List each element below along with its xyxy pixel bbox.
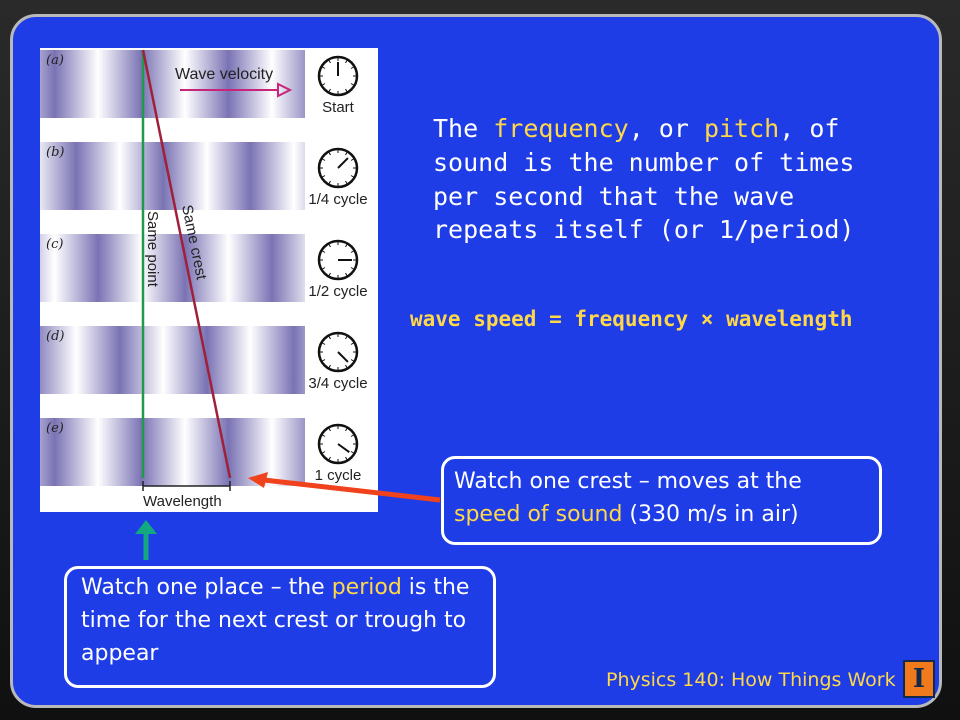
crest-callout-text-1: Watch one crest – moves at the [454, 469, 802, 494]
place-callout-text-1: Watch one place – the [81, 575, 332, 600]
wavelength-label: Wavelength [143, 493, 222, 510]
place-callout-text-2: is the time for the next crest or trough… [81, 575, 470, 666]
wave-band [40, 234, 305, 302]
teal-arrow-to-point [135, 520, 157, 560]
clock-caption: Start [322, 99, 355, 116]
row-label: (b) [46, 145, 64, 160]
period-highlight: period [331, 575, 402, 600]
wave-velocity-label: Wave velocity [175, 66, 273, 83]
row-label: (d) [46, 329, 64, 344]
clock-caption: 1/4 cycle [308, 191, 367, 208]
red-arrow-to-crest [248, 472, 441, 503]
crest-callout-text-2: (330 m/s in air) [622, 502, 799, 527]
speed-of-sound-highlight: speed of sound [454, 502, 623, 527]
row-label: (a) [46, 53, 64, 68]
logo-letter: I [912, 664, 926, 694]
course-footer: Physics 140: How Things Work [606, 669, 896, 691]
clock-icon [317, 239, 359, 281]
definition-text-3: , of sound is the number of times per se… [433, 114, 855, 245]
red-arrow-head [248, 472, 268, 488]
wave-band [40, 50, 305, 118]
clock-captions: Start 1/4 cycle 1/2 cycle 3/4 cycle 1 cycle [308, 99, 367, 484]
place-callout: Watch one place – the period is the time… [64, 566, 496, 688]
wave-figure-svg: (a) (b) (c) (d) (e) Start 1/4 cycle 1/2 cycle 3… [40, 49, 368, 510]
red-arrow-shaft [263, 477, 441, 503]
wave-bands [40, 50, 305, 486]
teal-arrow-head [135, 520, 157, 534]
definition-text-1: The [433, 114, 494, 143]
row-label: (e) [46, 421, 64, 436]
clocks [317, 55, 359, 465]
wave-speed-equation: wave speed = frequency × wavelength [410, 307, 853, 331]
clock-caption: 3/4 cycle [308, 375, 367, 392]
clock-icon [317, 147, 359, 189]
crest-callout: Watch one crest – moves at the speed of … [441, 456, 882, 545]
pitch-highlight: pitch [703, 114, 780, 143]
definition-text-2: , or [628, 114, 704, 143]
frequency-highlight: frequency [493, 114, 629, 143]
same-crest-line [141, 49, 232, 479]
clock-caption: 1/2 cycle [308, 283, 367, 300]
row-label: (c) [46, 237, 63, 252]
wave-band [40, 326, 305, 394]
clock-caption: 1 cycle [315, 467, 362, 484]
wave-figure: (a) (b) (c) (d) (e) Start 1/4 cycle 1/2 cycle 3… [40, 48, 378, 512]
clock-icon [317, 55, 359, 97]
row-labels: (a) (b) (c) (d) (e) [46, 53, 64, 436]
clock-icon [317, 423, 359, 465]
university-logo: I [903, 660, 935, 698]
same-point-label: Same point [144, 211, 161, 288]
clock-icon [317, 331, 359, 373]
frequency-definition: The frequency, or pitch, of sound is the… [433, 112, 903, 247]
wave-velocity-arrow-head [277, 82, 293, 98]
